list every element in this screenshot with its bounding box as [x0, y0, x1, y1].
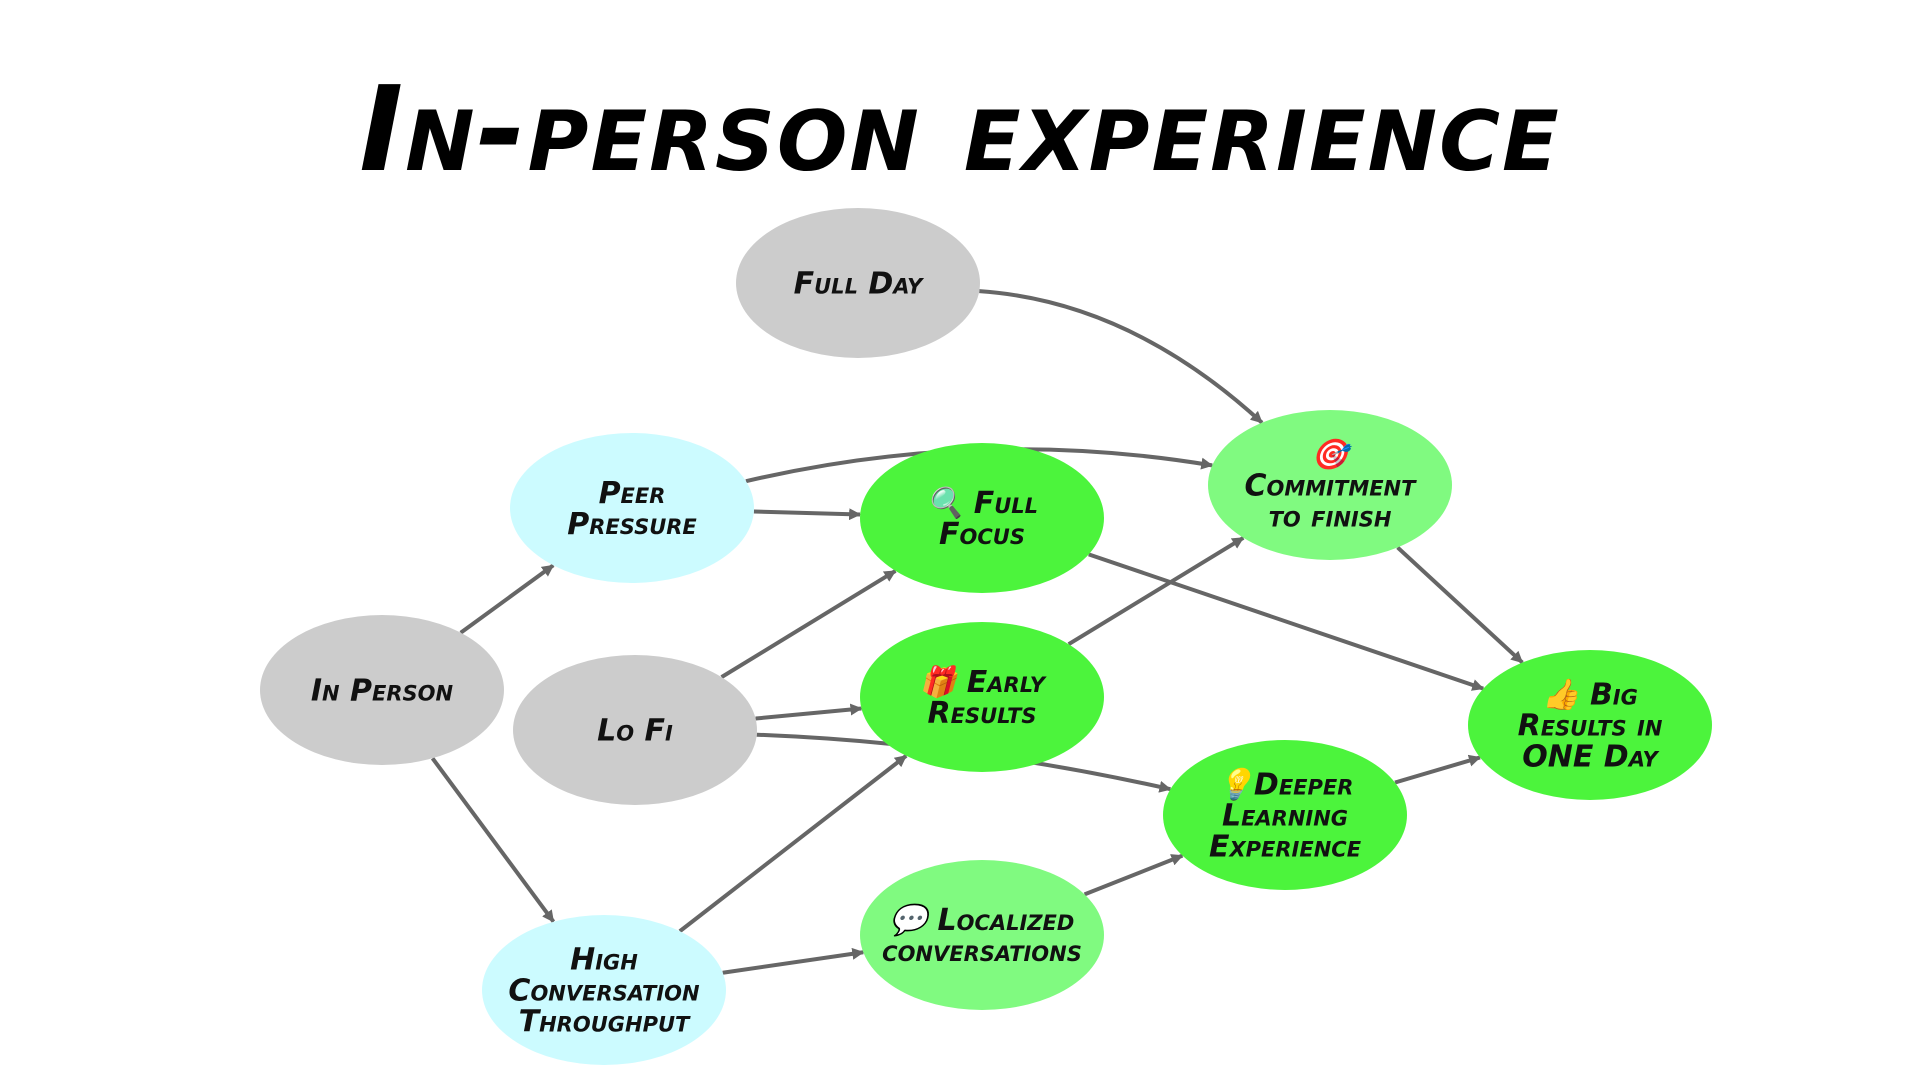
node-ellipse-deeper-learning-experience [1163, 740, 1407, 890]
node-label-line: Results [928, 696, 1037, 731]
node-label-line: Results in [1518, 709, 1663, 744]
node-label-line: Experience [1209, 830, 1362, 865]
node-label-line: Learning [1222, 799, 1348, 834]
node-label-line: Pressure [567, 507, 697, 542]
node-label-line: Focus [939, 517, 1025, 552]
edge-localized-conversations-to-deeper-learning-experience [1083, 853, 1184, 897]
node-ellipse-full-day [736, 208, 980, 358]
edge-lo-fi-to-early-results [755, 703, 863, 721]
node-ellipse-localized-conversations [860, 860, 1104, 1010]
node-lo-fi: Lo Fi [513, 655, 757, 805]
edge-early-results-to-commitment-to-finish [1067, 536, 1245, 646]
node-label-line: 🎯 [1311, 438, 1355, 473]
edge-in-person-to-peer-pressure [459, 563, 555, 635]
node-ellipse-lo-fi [513, 655, 757, 805]
node-label-line: 💬 Localized [889, 902, 1075, 938]
node-label-line: 💡Deeper [1217, 767, 1354, 803]
node-ellipse-in-person [260, 615, 504, 765]
node-in-person: In Person [260, 615, 504, 765]
edge-full-day-to-commitment-to-finish [979, 289, 1264, 425]
node-ellipse-commitment-to-finish [1208, 410, 1452, 560]
node-label-line: In Person [311, 674, 454, 709]
node-label-full-day: Full Day [794, 267, 924, 302]
node-label-line: Peer [599, 476, 666, 511]
node-ellipse-peer-pressure [510, 433, 754, 583]
node-full-day: Full Day [736, 208, 980, 358]
node-label-line: ONE Day [1522, 740, 1659, 775]
node-label-line: 🔍 Full [924, 483, 1038, 521]
node-label-line: 👍 Big [1542, 677, 1638, 713]
node-label-line: 🎁 Early [919, 664, 1047, 700]
node-label-in-person: In Person [311, 674, 454, 709]
node-ellipse-big-results [1468, 650, 1712, 800]
node-label-line: to finish [1269, 500, 1392, 535]
edge-high-conversation-throughput-to-early-results [678, 754, 908, 933]
node-label-line: Full Day [794, 267, 924, 302]
edge-commitment-to-finish-to-big-results [1396, 545, 1524, 665]
node-ellipse-early-results [860, 622, 1104, 772]
diagram-title: In-person experience [359, 60, 1561, 198]
edge-peer-pressure-to-full-focus [753, 508, 862, 521]
node-label-line: High [570, 943, 638, 978]
node-label-line: Conversation [508, 974, 700, 1009]
node-ellipse-full-focus [860, 443, 1104, 593]
edge-high-conversation-throughput-to-localized-conversations [722, 947, 865, 975]
edge-deeper-learning-experience-to-big-results [1394, 754, 1481, 785]
node-ellipse-high-conversation-throughput [482, 915, 726, 1065]
node-label-line: Lo Fi [597, 714, 673, 749]
edge-lo-fi-to-full-focus [720, 569, 897, 679]
node-label-line: Commitment [1245, 469, 1418, 504]
node-label-line: conversations [882, 934, 1082, 969]
node-label-lo-fi: Lo Fi [597, 714, 673, 749]
edge-full-focus-to-big-results [1088, 552, 1485, 691]
node-label-line: Throughput [519, 1005, 691, 1040]
edge-in-person-to-high-conversation-throughput [430, 757, 556, 923]
